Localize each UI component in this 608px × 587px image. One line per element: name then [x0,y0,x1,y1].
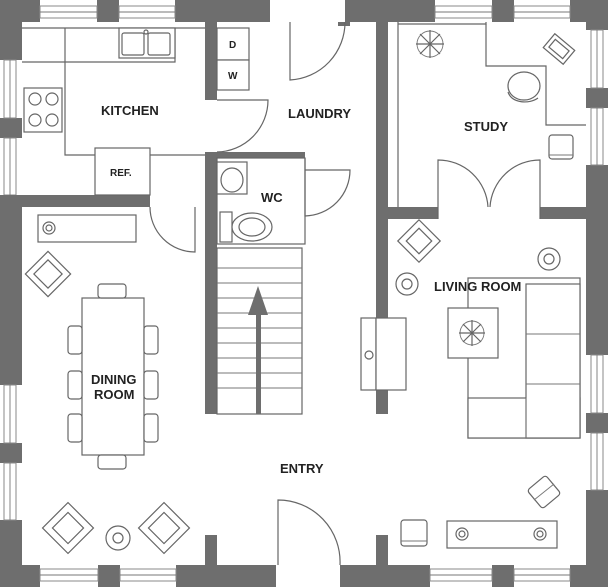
dryer-label: D [229,40,236,51]
wc-label: WC [261,190,283,205]
refrigerator [94,147,151,196]
sideboard-icon [37,214,137,243]
refrigerator-label: REF. [110,168,132,179]
wc-room: WC [216,157,306,245]
entry-area: ENTRY [41,461,561,555]
stair-direction-arrow-icon [256,308,261,414]
entry-label: ENTRY [280,461,324,476]
plant-icon [416,30,444,58]
dining-room-label-line1: DINING [91,372,137,387]
doors [149,21,541,566]
washer-label: W [228,71,238,82]
side-table-lamp-icon [395,247,561,296]
interior-walls [0,22,586,565]
kitchen-sink [118,27,176,59]
study-room: STUDY [397,22,586,207]
staircase [216,247,303,415]
laundry-label: LAUNDRY [288,106,351,121]
kitchen-label: KITCHEN [101,103,159,118]
study-chair-icon [548,134,574,160]
coffee-table-plant-icon [447,307,499,359]
living-room: LIVING ROOM [360,218,581,439]
stove-icon [23,87,63,133]
entry-console-icon [400,519,558,549]
toilet-icon [219,211,273,243]
entry-armchair-left-icon [41,501,95,555]
dining-room: DINING ROOM [24,214,159,470]
study-label: STUDY [464,119,508,134]
dining-table-icon [67,283,159,470]
armchair-icon [396,218,442,264]
entry-chair-icon [527,475,561,509]
dining-room-label-line2: ROOM [94,387,134,402]
bookshelf-icon [360,317,407,391]
entry-armchair-right-icon [137,501,191,555]
laptop-icon [542,32,576,66]
laundry-room: D W LAUNDRY [216,27,351,121]
kitchen-room: REF. KITCHEN [22,27,205,196]
office-chair-icon [507,71,541,103]
washer [216,59,250,91]
entry-side-table-icon [105,525,131,551]
washbasin-icon [216,161,248,195]
living-room-label: LIVING ROOM [434,279,521,294]
windows [3,5,604,582]
dryer [216,27,250,61]
armchair-icon [24,250,72,298]
